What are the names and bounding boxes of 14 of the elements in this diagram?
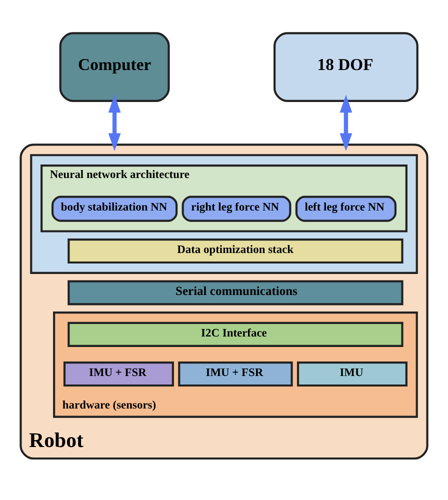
node-box: body stabilization NN bbox=[51, 196, 178, 222]
cluster bbox=[30, 154, 418, 274]
node-box: I2C Interface bbox=[68, 322, 404, 347]
node-box: IMU bbox=[296, 362, 408, 387]
node-box: Data optimization stack bbox=[68, 238, 404, 264]
arrow bbox=[340, 94, 352, 152]
arrow bbox=[108, 94, 121, 152]
node-box: 18 DOF bbox=[274, 32, 418, 102]
node-box: right leg force NN bbox=[182, 196, 292, 222]
node-box: IMU + FSR bbox=[178, 362, 293, 387]
node-box: Computer bbox=[59, 32, 170, 102]
node-box: IMU + FSR bbox=[63, 362, 174, 387]
node-box: Serial communications bbox=[68, 280, 404, 306]
node-box: left leg force NN bbox=[295, 196, 397, 222]
